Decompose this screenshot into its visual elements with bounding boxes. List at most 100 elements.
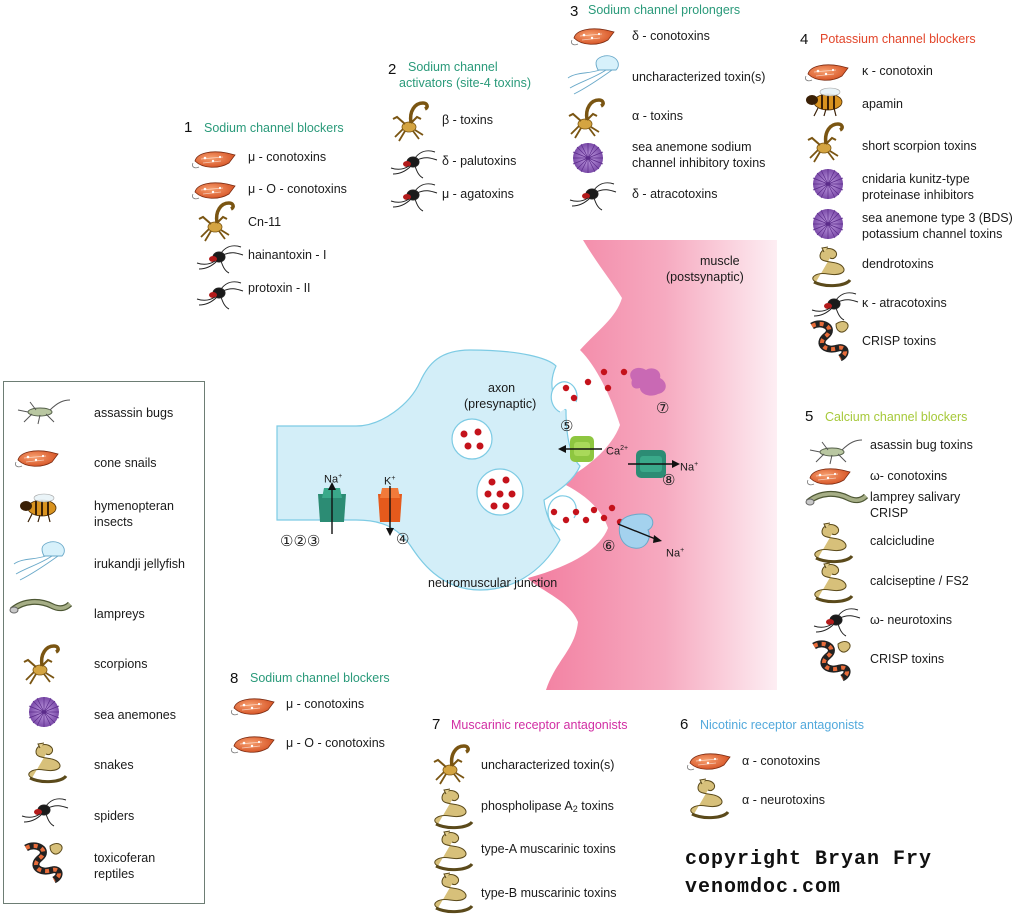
snake-icon bbox=[433, 871, 474, 914]
scorpion-icon bbox=[432, 744, 470, 786]
nicotinic-receptor bbox=[617, 513, 662, 549]
group-2-title-line1: Sodium channel bbox=[408, 60, 498, 74]
copyright-site: venomdoc.com bbox=[685, 876, 842, 899]
group-1-number: 1 bbox=[184, 119, 193, 136]
cone-snail-icon bbox=[191, 151, 236, 169]
group-3-item: α - toxins bbox=[632, 109, 683, 123]
legend-item: insects bbox=[94, 515, 133, 529]
vesicle-1 bbox=[451, 418, 493, 460]
group-1-item: Cn-11 bbox=[248, 215, 282, 229]
sea-anemone-icon bbox=[812, 208, 844, 240]
spider-icon bbox=[811, 292, 859, 321]
muscle-label: muscle bbox=[700, 254, 740, 268]
group-5-item: ω- conotoxins bbox=[870, 469, 948, 483]
spider-icon bbox=[390, 183, 438, 212]
cone-snail-icon bbox=[570, 28, 615, 46]
group-6-title: Nicotinic receptor antagonists bbox=[700, 718, 864, 732]
group-8-item: μ - O - conotoxins bbox=[286, 736, 385, 750]
group-1-item: μ - conotoxins bbox=[248, 150, 327, 164]
snake-icon bbox=[433, 787, 474, 830]
marker-6: ⑥ bbox=[602, 538, 616, 555]
na-label: Na+ bbox=[324, 473, 343, 486]
group-1-title: Sodium channel blockers bbox=[204, 121, 344, 135]
potassium-channel bbox=[378, 486, 402, 536]
group-2-item: μ - agatoxins bbox=[442, 187, 514, 201]
snake-icon bbox=[813, 561, 854, 604]
legend-item: hymenopteran bbox=[94, 499, 174, 513]
group-7-number: 7 bbox=[432, 716, 441, 733]
group-4-item: sea anemone type 3 (BDS) bbox=[862, 211, 1013, 225]
group-6-item: α - neurotoxins bbox=[742, 793, 825, 807]
legend-item: reptiles bbox=[94, 867, 135, 881]
group-5-item: calciseptine / FS2 bbox=[870, 574, 969, 588]
legend-item: lampreys bbox=[94, 607, 145, 621]
group-2-item: δ - palutoxins bbox=[442, 154, 517, 168]
group-1-item: μ - O - conotoxins bbox=[248, 182, 347, 196]
marker-5: ⑤ bbox=[560, 418, 574, 435]
cone-snail-icon bbox=[804, 64, 849, 82]
group-2-title-line2: activators (site-4 toxins) bbox=[399, 76, 531, 90]
scorpion-icon bbox=[567, 98, 605, 140]
marker-8: ⑧ bbox=[662, 472, 676, 489]
group-6-item: α - conotoxins bbox=[742, 754, 821, 768]
spider-icon bbox=[196, 281, 244, 310]
group-2-item: β - toxins bbox=[442, 113, 493, 127]
group-1-item: hainantoxin - I bbox=[248, 248, 327, 262]
sodium-channel-postsynaptic bbox=[628, 450, 680, 478]
scorpion-icon bbox=[197, 201, 235, 243]
na-post-label: Na+ bbox=[680, 461, 699, 474]
group-8-number: 8 bbox=[230, 670, 239, 687]
group-5-item: calcicludine bbox=[870, 534, 935, 548]
axon-sublabel: (presynaptic) bbox=[464, 397, 537, 411]
group-4-title: Potassium channel blockers bbox=[820, 32, 976, 46]
copyright-line: copyright Bryan Fry bbox=[685, 848, 933, 871]
marker-4: ④ bbox=[396, 531, 410, 548]
legend-item: spiders bbox=[94, 809, 135, 823]
calcium-channel bbox=[558, 436, 602, 462]
junction-label: neuromuscular junction bbox=[428, 576, 558, 590]
spider-icon bbox=[569, 182, 617, 211]
na-nicotinic-label: Na+ bbox=[666, 547, 685, 560]
snake-icon bbox=[433, 829, 474, 872]
group-4-item: κ - conotoxin bbox=[862, 64, 933, 78]
lizard-icon bbox=[814, 642, 850, 678]
sea-anemone-icon bbox=[812, 168, 844, 200]
spider-icon bbox=[390, 150, 438, 179]
jellyfish-icon bbox=[567, 55, 619, 95]
legend-item: irukandji jellyfish bbox=[94, 557, 186, 571]
group-4-number: 4 bbox=[800, 31, 809, 48]
legend-item: assassin bugs bbox=[94, 406, 174, 420]
marker-7: ⑦ bbox=[656, 400, 670, 417]
group-4-item: κ - atracotoxins bbox=[862, 296, 947, 310]
bee-icon bbox=[805, 87, 843, 117]
cone-snail-icon bbox=[806, 468, 851, 486]
group-4-item: apamin bbox=[862, 97, 903, 111]
group-3-item: channel inhibitory toxins bbox=[632, 156, 766, 170]
group-7-item: uncharacterized toxin(s) bbox=[481, 758, 615, 772]
group-3-item: δ - atracotoxins bbox=[632, 187, 718, 201]
group-5-item: lamprey salivary bbox=[870, 490, 961, 504]
group-4-item: cnidaria kunitz-type bbox=[862, 172, 970, 186]
group-7-item: type-B muscarinic toxins bbox=[481, 886, 617, 900]
legend-item: sea anemones bbox=[94, 708, 177, 722]
legend-item: cone snails bbox=[94, 456, 157, 470]
group-4-item: CRISP toxins bbox=[862, 334, 937, 348]
scorpion-icon bbox=[391, 101, 429, 143]
group-3-item: sea anemone sodium bbox=[632, 140, 752, 154]
group-6-number: 6 bbox=[680, 716, 689, 733]
axon-label: axon bbox=[488, 381, 516, 395]
group-4-item: potassium channel toxins bbox=[862, 227, 1003, 241]
cone-snail-icon bbox=[686, 753, 731, 771]
lamprey-icon bbox=[806, 494, 866, 505]
k-label: K+ bbox=[384, 475, 396, 488]
axon-shape bbox=[276, 349, 581, 591]
spider-icon bbox=[196, 245, 244, 274]
legend-item: snakes bbox=[94, 758, 134, 772]
group-5-item: asassin bug toxins bbox=[870, 438, 973, 452]
cone-snail-icon bbox=[230, 736, 275, 754]
group-4-item: proteinase inhibitors bbox=[862, 188, 974, 202]
legend-item: scorpions bbox=[94, 657, 148, 671]
group-1-item: protoxin - II bbox=[248, 281, 311, 295]
sea-anemone-icon bbox=[572, 142, 604, 174]
